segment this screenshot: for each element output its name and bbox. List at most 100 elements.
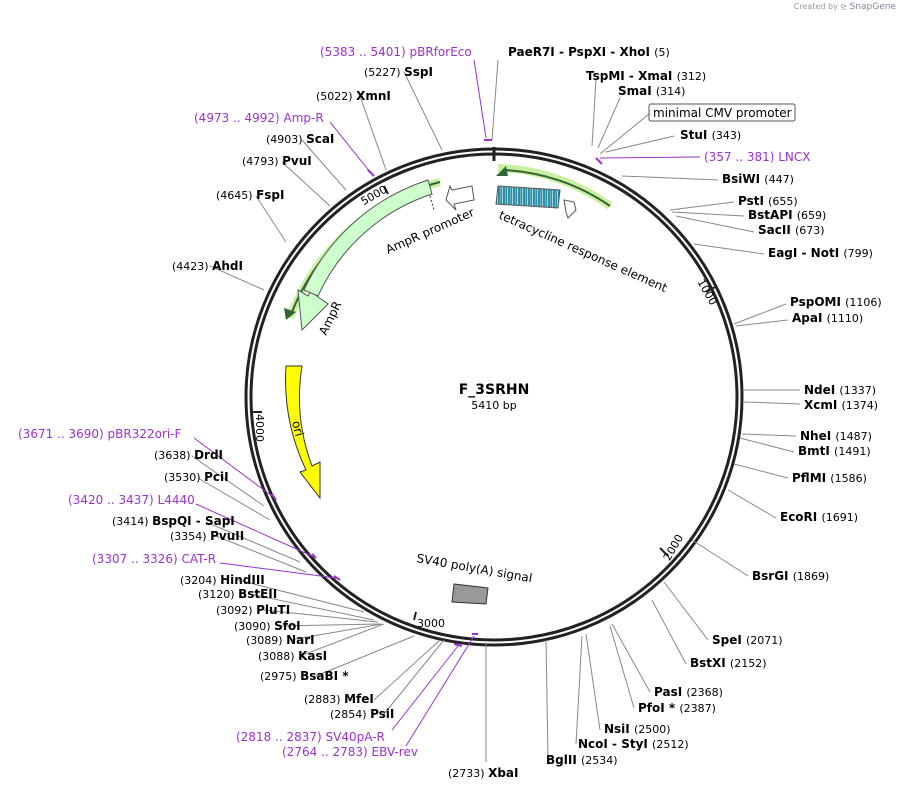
enzyme-name: XmnI: [356, 89, 391, 103]
enzyme-label-14[interactable]: BmtI (1491): [798, 444, 871, 458]
enzyme-label-19[interactable]: BstXI (2152): [690, 656, 767, 670]
enzyme-label-15[interactable]: PflMI (1586): [792, 471, 867, 485]
enzyme-label-23[interactable]: NcoI - StyI (2512): [578, 737, 689, 751]
enzyme-label-10[interactable]: ApaI (1110): [792, 311, 863, 325]
enzyme-position: (5022): [316, 90, 356, 103]
enzyme-label-44[interactable]: (5227) SspI: [364, 65, 433, 79]
enzyme-label-28[interactable]: (2975) BsaBI *: [260, 669, 349, 683]
enzyme-label-34[interactable]: (3204) HindIII: [180, 573, 265, 587]
enzyme-leader-37: [197, 477, 271, 521]
enzyme-leader-43: [359, 95, 387, 171]
label-ampr-promoter: AmpR promoter: [384, 205, 477, 257]
plasmid-length: 5410 bp: [471, 399, 516, 412]
enzyme-label-6[interactable]: BstAPI (659): [748, 208, 826, 222]
enzyme-label-41[interactable]: (4793) PvuI: [242, 154, 312, 168]
watermark-brand: SnapGene: [849, 2, 896, 12]
enzyme-label-4[interactable]: BsiWI (447): [722, 172, 794, 186]
primer-label-2[interactable]: (357 .. 381) LNCX: [704, 150, 811, 164]
enzyme-label-31[interactable]: (3090) SfoI: [234, 619, 301, 633]
enzyme-label-36[interactable]: (3414) BspQI - SapI: [112, 514, 235, 528]
enzyme-label-12[interactable]: XcmI (1374): [804, 398, 878, 412]
enzyme-leader-41: [281, 161, 331, 207]
enzyme-name: BstEII: [238, 587, 277, 601]
tick-mark-3000: [413, 611, 417, 621]
primer-label-5[interactable]: (3307 .. 3326) CAT-R: [92, 552, 216, 566]
enzyme-leader-4: [621, 175, 719, 181]
enzyme-label-21[interactable]: PfoI * (2387): [638, 701, 716, 715]
primer-label-4[interactable]: (3420 .. 3437) L4440: [68, 493, 195, 507]
enzyme-leader-24: [545, 639, 549, 759]
enzyme-label-3[interactable]: StuI (343): [680, 128, 741, 142]
enzyme-position: (1337): [839, 384, 876, 397]
enzyme-label-13[interactable]: NheI (1487): [800, 429, 872, 443]
primer-label-6[interactable]: (2818 .. 2837) SV40pA-R: [236, 730, 385, 744]
enzyme-position: (659): [797, 209, 827, 222]
enzyme-position: (3089): [246, 634, 286, 647]
enzyme-label-29[interactable]: (3088) KasI: [258, 649, 327, 663]
primer-label-7[interactable]: (2764 .. 2783) EBV-rev: [282, 745, 418, 759]
enzyme-position: (1110): [827, 312, 864, 325]
snapgene-watermark: Created by ⊵ SnapGene: [794, 2, 896, 12]
enzyme-label-22[interactable]: NsiI (2500): [604, 722, 671, 736]
enzyme-label-11[interactable]: NdeI (1337): [804, 383, 876, 397]
enzyme-position: (3354): [170, 530, 210, 543]
enzyme-label-27[interactable]: (2883) MfeI: [304, 692, 374, 706]
enzyme-name: BsiWI: [722, 172, 764, 186]
enzyme-label-35[interactable]: (3354) PvuII: [170, 529, 244, 543]
feature-tetracycline-response-element[interactable]: [495, 164, 613, 219]
feature-ori[interactable]: [285, 365, 321, 500]
enzyme-name: BsrGI: [752, 569, 793, 583]
enzyme-label-32[interactable]: (3092) PluTI: [216, 603, 290, 617]
enzyme-name: ScaI: [306, 132, 334, 146]
label-ori: ori: [289, 419, 306, 438]
primer-label-3[interactable]: (3671 .. 3690) pBR322ori-F: [18, 427, 182, 441]
enzyme-name: BglII: [546, 753, 581, 767]
enzyme-label-8[interactable]: EagI - NotI (799): [768, 246, 873, 260]
enzyme-label-2[interactable]: SmaI (314): [618, 84, 685, 98]
enzyme-position: (4793): [242, 155, 282, 168]
enzyme-leader-20: [611, 623, 651, 693]
primer-tick-pbr322ori: [271, 493, 277, 501]
enzyme-label-40[interactable]: (4645) FspI: [216, 188, 284, 202]
enzyme-label-25[interactable]: (2733) XbaI: [448, 766, 518, 780]
enzyme-name: HindIII: [220, 573, 265, 587]
enzyme-label-9[interactable]: PspOMI (1106): [790, 295, 882, 309]
enzyme-label-17[interactable]: BsrGI (1869): [752, 569, 829, 583]
scale-ticks: 1000 2000 3000 4000 5000: [252, 183, 720, 630]
label-tetracycline-response-element: tetracycline response element: [497, 208, 670, 295]
enzyme-leader-30: [289, 623, 383, 641]
enzyme-label-1[interactable]: TspMI - XmaI (312): [586, 69, 706, 83]
enzyme-position: (1374): [842, 399, 879, 412]
primer-tick-catr: [333, 575, 341, 581]
enzyme-label-38[interactable]: (3638) DrdI: [154, 448, 223, 462]
enzyme-leader-15: [733, 463, 789, 479]
enzyme-label-5[interactable]: PstI (655): [738, 194, 798, 208]
enzyme-label-30[interactable]: (3089) NarI: [246, 633, 315, 647]
enzyme-label-18[interactable]: SpeI (2071): [712, 633, 783, 647]
enzyme-position: (1586): [830, 472, 867, 485]
cmv-leader: [599, 113, 650, 155]
enzyme-label-16[interactable]: EcoRI (1691): [780, 510, 858, 524]
enzyme-name: PvuI: [282, 154, 312, 168]
enzyme-name: BstAPI: [748, 208, 797, 222]
feature-sv40-polya-signal[interactable]: [451, 583, 489, 605]
enzyme-position: (2854): [330, 708, 370, 721]
primer-label-1[interactable]: (4973 .. 4992) Amp-R: [194, 111, 324, 125]
enzyme-label-42[interactable]: (4903) ScaI: [266, 132, 334, 146]
enzyme-label-33[interactable]: (3120) BstEII: [198, 587, 277, 601]
enzyme-name: BmtI: [798, 444, 834, 458]
enzyme-label-39[interactable]: (4423) AhdI: [172, 259, 243, 273]
enzyme-leader-13: [741, 433, 797, 437]
enzyme-label-24[interactable]: BglII (2534): [546, 753, 618, 767]
enzyme-leader-21: [609, 625, 635, 709]
enzyme-label-43[interactable]: (5022) XmnI: [316, 89, 391, 103]
enzyme-leader-33: [249, 593, 375, 621]
enzyme-leader-31: [277, 623, 381, 627]
primer-label-0[interactable]: (5383 .. 5401) pBRforEco: [320, 45, 472, 59]
enzyme-label-20[interactable]: PasI (2368): [654, 685, 723, 699]
enzyme-label-26[interactable]: (2854) PsiI: [330, 707, 394, 721]
enzyme-position: (314): [656, 85, 686, 98]
enzyme-label-7[interactable]: SacII (673): [758, 223, 825, 237]
enzyme-label-37[interactable]: (3530) PciI: [164, 470, 229, 484]
enzyme-label-0[interactable]: PaeR7I - PspXI - XhoI (5): [508, 45, 670, 59]
